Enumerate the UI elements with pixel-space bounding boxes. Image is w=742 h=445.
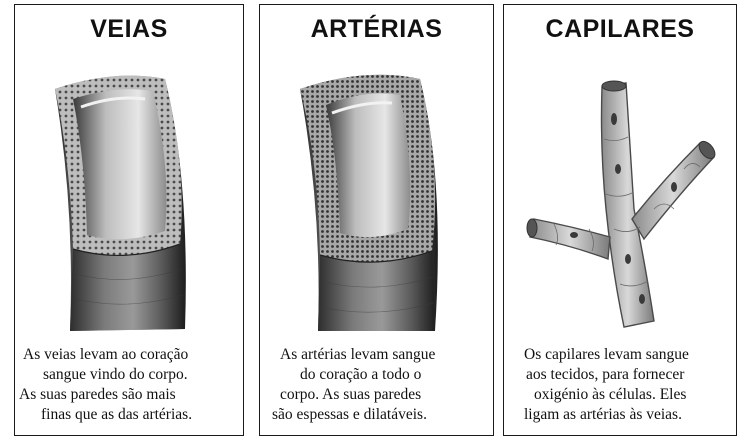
capillaries-panel: CAPILARES (503, 4, 737, 436)
veins-line-4: finas que as das artérias. (41, 406, 193, 423)
arteries-line-1: As artérias levam sangue (280, 346, 436, 363)
veins-line-2: sangue vindo do corpo. (43, 366, 188, 383)
arteries-description: As artérias levam sangue do coração a to… (264, 345, 489, 425)
capillaries-line-4: ligam as artérias às veias. (524, 406, 682, 423)
vein-illustration (55, 75, 186, 332)
veins-title: VEIAS (90, 15, 168, 43)
artery-illustration (300, 74, 438, 331)
capillaries-line-3: oxigénio às células. Eles (534, 386, 687, 403)
capillary-illustration (526, 80, 716, 328)
arteries-line-2: do coração a todo o (300, 366, 422, 383)
arteries-panel: ARTÉRIAS As artérias levam sangue do cor… (259, 4, 494, 436)
arteries-title: ARTÉRIAS (310, 15, 443, 43)
veins-line-3: As suas paredes são mais (19, 386, 176, 403)
arteries-line-4: são espessas e dilatáveis. (272, 406, 427, 423)
capillaries-line-2: aos tecidos, para fornecer (526, 366, 685, 383)
capillaries-description: Os capilares levam sangue aos tecidos, p… (508, 345, 732, 425)
arteries-line-3: corpo. As suas paredes (280, 386, 422, 403)
veins-line-1: As veias levam ao coração (23, 346, 189, 363)
capillaries-line-1: Os capilares levam sangue (524, 346, 689, 363)
veins-panel: VEIAS As veias levam ao coração sangue v… (14, 4, 244, 436)
capillaries-title: CAPILARES (545, 15, 695, 43)
veins-description: As veias levam ao coração sangue vindo d… (19, 345, 239, 425)
